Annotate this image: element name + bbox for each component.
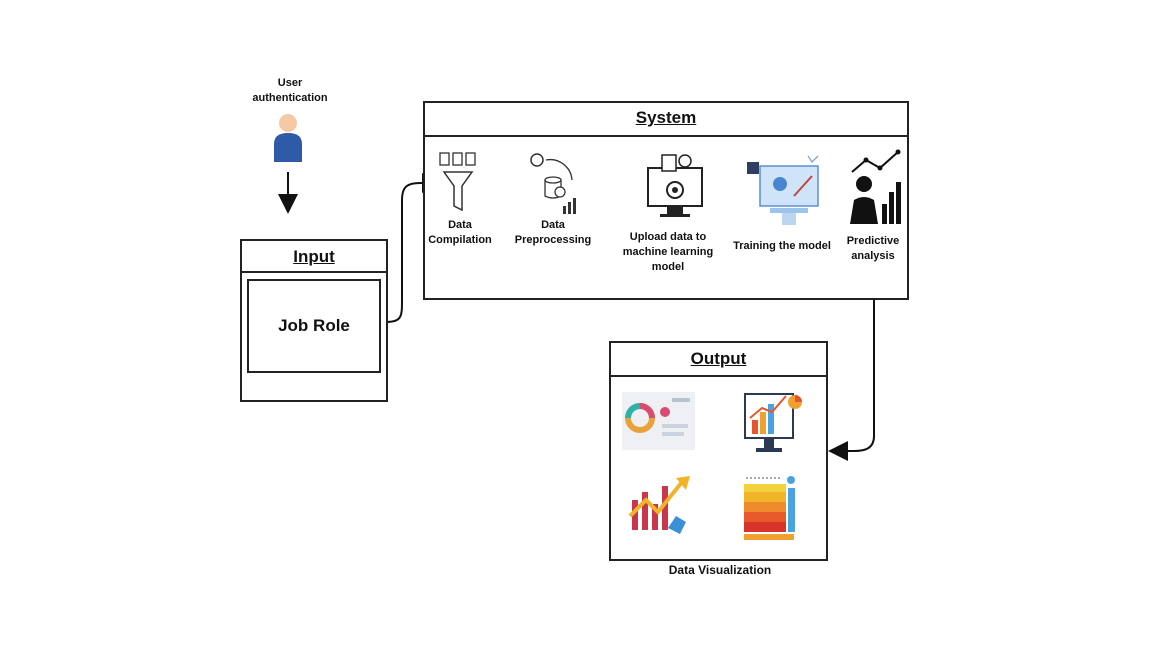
input-box: Input Job Role xyxy=(240,239,388,402)
input-to-system-arrow xyxy=(385,173,442,323)
job-role-label: Job Role xyxy=(278,316,350,335)
output-caption: Data Visualization xyxy=(668,563,772,577)
system-to-output-arrow xyxy=(828,290,875,461)
step-label-data-compilation: Data Compilation xyxy=(428,219,492,246)
step-label-data-preprocessing: Data Preprocessing xyxy=(514,219,592,246)
step-label-training: Training the model xyxy=(733,240,831,252)
step-label-predictive: Predictive analysis xyxy=(846,235,900,262)
input-title: Input xyxy=(293,247,335,266)
output-title: Output xyxy=(690,349,747,368)
step-label-upload-model: Upload data to machine learning model xyxy=(622,231,714,273)
user-auth-label: User authentication xyxy=(252,77,328,104)
system-title: System xyxy=(635,108,697,127)
output-box: Output xyxy=(609,341,828,561)
job-role-field[interactable]: Job Role xyxy=(247,279,381,373)
